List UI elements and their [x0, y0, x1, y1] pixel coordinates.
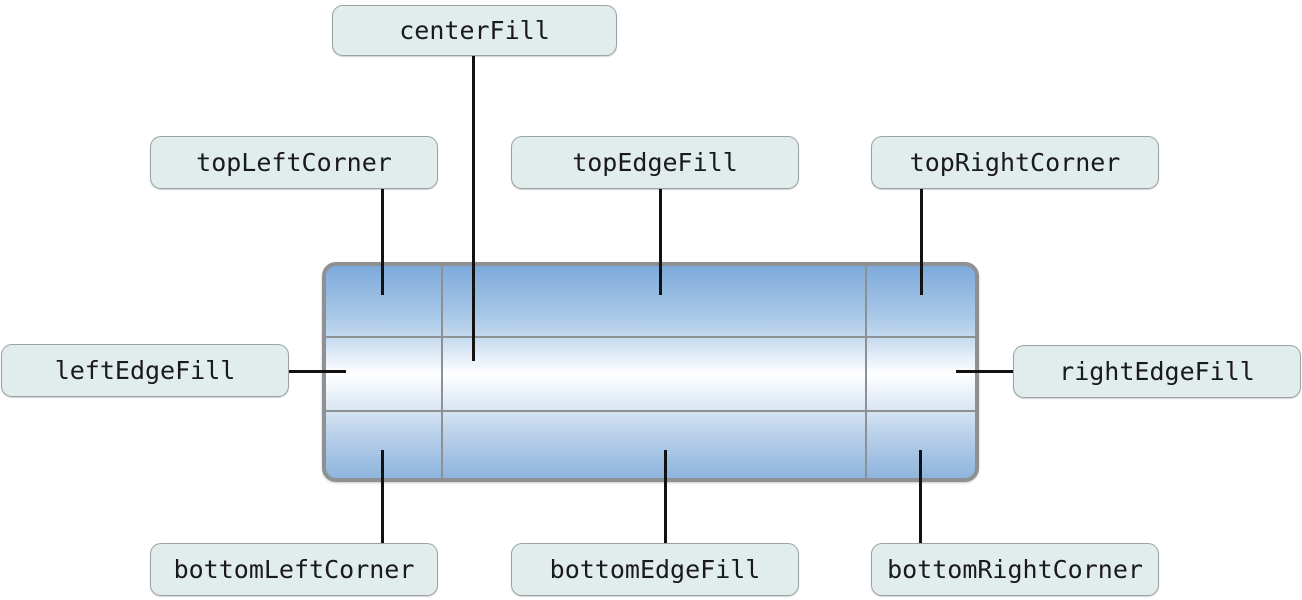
label-topLeftCorner[interactable]: topLeftCorner [150, 136, 438, 189]
leader-line-bottomLeftCorner [381, 450, 384, 545]
leader-line-topRightCorner [920, 189, 923, 295]
nine-slice-artwork [322, 262, 979, 482]
label-bottomEdgeFill[interactable]: bottomEdgeFill [511, 543, 799, 596]
leader-line-bottomRightCorner [919, 450, 922, 545]
label-rightEdgeFill-text: rightEdgeFill [1059, 357, 1255, 386]
label-leftEdgeFill[interactable]: leftEdgeFill [1, 344, 289, 397]
label-leftEdgeFill-text: leftEdgeFill [54, 356, 236, 385]
label-rightEdgeFill[interactable]: rightEdgeFill [1013, 345, 1301, 398]
label-topRightCorner-text: topRightCorner [909, 148, 1121, 177]
leader-line-leftEdgeFill [289, 370, 346, 373]
label-bottomEdgeFill-text: bottomEdgeFill [549, 555, 761, 584]
label-centerFill-text: centerFill [399, 16, 550, 45]
slice-divider-vertical-right [865, 266, 867, 478]
leader-line-bottomEdgeFill [664, 450, 667, 545]
label-bottomLeftCorner-text: bottomLeftCorner [173, 555, 415, 584]
label-bottomRightCorner[interactable]: bottomRightCorner [871, 543, 1159, 596]
slice-divider-vertical-left [441, 266, 443, 478]
label-centerFill[interactable]: centerFill [332, 5, 617, 56]
label-topEdgeFill-text: topEdgeFill [572, 148, 738, 177]
label-topRightCorner[interactable]: topRightCorner [871, 136, 1159, 189]
slice-divider-horizontal-bottom [326, 410, 975, 412]
label-bottomRightCorner-text: bottomRightCorner [887, 555, 1143, 584]
label-bottomLeftCorner[interactable]: bottomLeftCorner [150, 543, 438, 596]
leader-line-centerFill [472, 56, 475, 361]
leader-line-topEdgeFill [659, 189, 662, 295]
label-topEdgeFill[interactable]: topEdgeFill [511, 136, 799, 189]
leader-line-topLeftCorner [381, 189, 384, 295]
label-topLeftCorner-text: topLeftCorner [196, 148, 392, 177]
leader-line-rightEdgeFill [956, 370, 1014, 373]
slice-divider-horizontal-top [326, 336, 975, 338]
